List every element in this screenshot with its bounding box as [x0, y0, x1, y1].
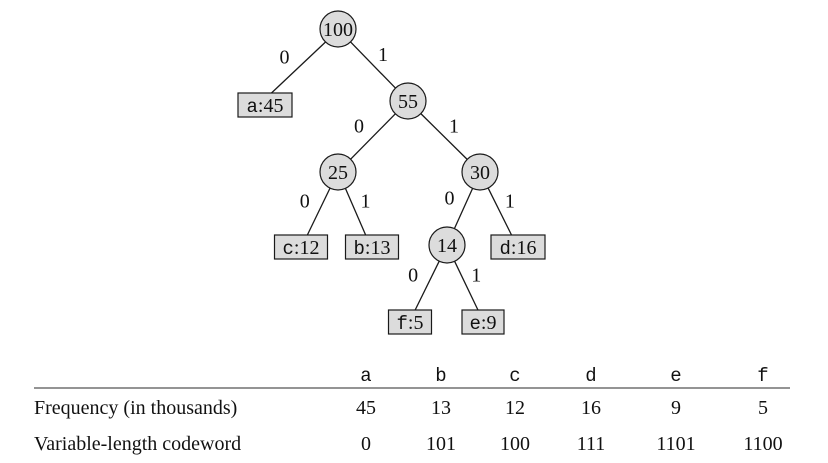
frequency-b: 13: [431, 397, 451, 419]
leaf-char: a: [247, 96, 258, 118]
leaf-freq: :13: [365, 237, 391, 259]
table-char-header: a b c d e f: [360, 365, 768, 387]
edge-n14-le: [454, 261, 479, 311]
leaf-box: [490, 234, 546, 260]
codeword-e: 1101: [656, 433, 695, 455]
node-circle: [319, 10, 357, 48]
internal-node-55: 55: [389, 82, 427, 120]
leaf-freq: :12: [294, 237, 320, 259]
internal-node-100: 100: [319, 10, 357, 48]
edge-bit-label: 1: [505, 191, 515, 213]
codeword-c: 100: [500, 433, 530, 455]
leaf-label: e:9: [470, 312, 497, 335]
header-char-b: b: [435, 365, 446, 387]
edge-n14-lf: [414, 260, 440, 311]
leaf-label: d:16: [500, 237, 537, 260]
edge-bit-label: 0: [354, 116, 364, 138]
edge-bit-label: 1: [471, 265, 481, 287]
internal-node-14: 14: [428, 226, 466, 264]
header-char-a: a: [360, 365, 371, 387]
leaf-box: [344, 234, 400, 260]
frequency-row: Frequency (in thousands) 45 13 12 16 9 5: [34, 397, 768, 419]
node-weight: 14: [437, 235, 457, 257]
header-char-d: d: [585, 365, 596, 387]
edge-n30-n14: [453, 188, 474, 229]
leaf-char: d: [500, 238, 511, 260]
leaf-label: a:45: [247, 95, 284, 118]
edge-bit-label: 1: [361, 191, 371, 213]
frequency-a: 45: [356, 397, 376, 419]
codeword-a: 0: [361, 433, 371, 455]
header-char-e: e: [670, 365, 681, 387]
leaf-char: c: [283, 238, 294, 260]
leaf-freq: :9: [481, 312, 497, 334]
edge-bit-label: 0: [300, 191, 310, 213]
leaf-node-d: d:16: [490, 234, 546, 260]
edge-n30-ld: [487, 187, 513, 236]
edge-n25-lc: [306, 187, 331, 236]
node-circle: [461, 153, 499, 191]
frequency-d: 16: [581, 397, 601, 419]
leaf-node-f: f:5: [387, 309, 433, 335]
code-table: a b c d e f Frequency (in thousands) 45 …: [34, 365, 790, 455]
edge-n100-la: [271, 41, 326, 94]
leaf-char: b: [354, 238, 365, 260]
edge-bit-label: 1: [449, 116, 459, 138]
node-circle: [389, 82, 427, 120]
codeword-row: Variable-length codeword 0 101 100 111 1…: [34, 433, 783, 455]
edge-bit-label: 1: [378, 44, 388, 66]
leaf-box: [273, 234, 329, 260]
leaf-node-b: b:13: [344, 234, 400, 260]
node-weight: 100: [323, 19, 353, 41]
frequency-e: 9: [671, 397, 681, 419]
leaf-label: f:5: [397, 312, 424, 335]
node-weight: 30: [470, 162, 490, 184]
edge-bit-labels: 0 1 0 1 0 1 0 1 0 1: [280, 44, 515, 287]
edge-bit-label: 0: [408, 265, 418, 287]
leaf-label: b:13: [354, 237, 391, 260]
leaf-box: [461, 309, 505, 335]
edge-bit-label: 0: [445, 188, 455, 210]
codeword-b: 101: [426, 433, 456, 455]
leaf-node-a: a:45: [237, 92, 293, 118]
leaf-box: [237, 92, 293, 118]
edge-n55-n30: [420, 113, 468, 160]
leaf-box: [387, 309, 433, 335]
internal-node-25: 25: [319, 153, 357, 191]
leaf-freq: :45: [258, 95, 284, 117]
tree-edges: [271, 41, 513, 311]
leaf-char: f: [397, 313, 408, 335]
frequency-f: 5: [758, 397, 768, 419]
codeword-row-label: Variable-length codeword: [34, 433, 241, 455]
node-weight: 55: [398, 91, 418, 113]
header-char-c: c: [509, 365, 520, 387]
edge-n55-n25: [350, 113, 396, 160]
edge-bit-label: 0: [280, 46, 290, 68]
frequency-row-label: Frequency (in thousands): [34, 397, 237, 419]
node-weight: 25: [328, 162, 348, 184]
leaf-node-e: e:9: [461, 309, 505, 335]
node-circle: [428, 226, 466, 264]
frequency-c: 12: [505, 397, 525, 419]
header-char-f: f: [757, 365, 768, 387]
leaf-label: c:12: [283, 237, 320, 260]
codeword-d: 111: [577, 433, 606, 455]
edge-n100-n55: [350, 41, 396, 89]
node-circle: [319, 153, 357, 191]
edge-n25-lb: [344, 188, 367, 236]
leaf-freq: :5: [408, 312, 424, 334]
leaf-node-c: c:12: [273, 234, 329, 260]
internal-node-30: 30: [461, 153, 499, 191]
codeword-f: 1100: [743, 433, 782, 455]
leaf-freq: :16: [511, 237, 537, 259]
leaf-char: e: [470, 313, 481, 335]
